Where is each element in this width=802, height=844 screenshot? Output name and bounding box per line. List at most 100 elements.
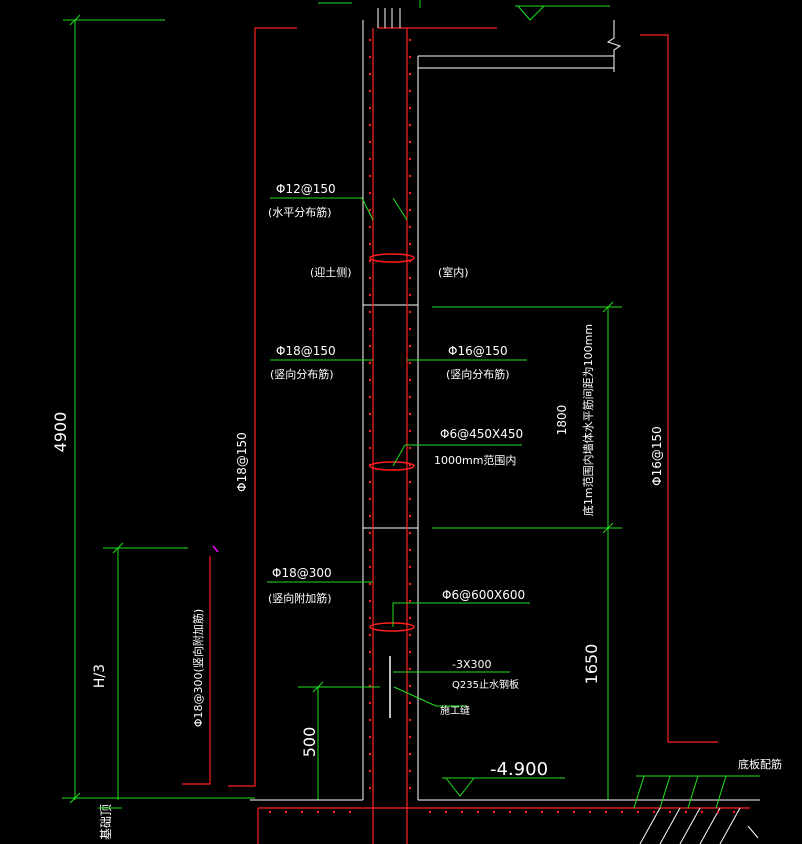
rebar-dot <box>368 242 372 246</box>
rebar-dot <box>368 89 372 93</box>
rebar-dot <box>408 735 412 739</box>
slab-rebar-dot <box>428 810 432 814</box>
rebar-dot <box>408 106 412 110</box>
rebar-dot <box>408 395 412 399</box>
rebar-dot <box>368 293 372 297</box>
vert-add-label: Φ18@300 <box>272 566 332 580</box>
rebar-dot <box>408 242 412 246</box>
rebar-dot <box>368 786 372 790</box>
rebar-dot <box>368 701 372 705</box>
dim-4900: 4900 <box>51 412 70 453</box>
rebar-dot <box>368 327 372 331</box>
slab-rebar-dot <box>684 810 688 814</box>
rebar-dot <box>408 208 412 212</box>
slab-bars-label: 底板配筋 <box>738 757 782 771</box>
slab-rebar-dot <box>588 810 592 814</box>
rebar-dot <box>368 531 372 535</box>
rebar-dot <box>368 616 372 620</box>
overall-dimension <box>62 14 255 804</box>
rebar-dot <box>408 548 412 552</box>
rebar-dot <box>368 378 372 382</box>
soil-side-label: (迎土侧) <box>310 266 352 279</box>
rebar-dot <box>408 174 412 178</box>
rebar-dot <box>368 208 372 212</box>
slab-hatch <box>639 807 759 844</box>
slab-rebar-dot <box>268 810 272 814</box>
slab-rebar-dot <box>300 810 304 814</box>
rebar-dot <box>368 633 372 637</box>
rebar-dot <box>408 667 412 671</box>
slab-rebar <box>257 807 750 844</box>
rebar-dot <box>408 701 412 705</box>
rebar-dot <box>368 140 372 144</box>
rebar-dot <box>368 582 372 586</box>
left-vertical-bar-label: Φ18@150 <box>235 432 249 492</box>
construction-joint-label: 施工缝 <box>440 704 470 717</box>
rebar-dot <box>368 565 372 569</box>
rebar-dot <box>408 633 412 637</box>
rebar-dot <box>408 514 412 518</box>
rebar-dot <box>408 123 412 127</box>
rebar-dot <box>368 276 372 280</box>
elevation-label: -4.900 <box>490 759 548 780</box>
slab-rebar-dot <box>620 810 624 814</box>
elevation-marker <box>442 777 565 797</box>
rebar-dot <box>408 72 412 76</box>
slab-dots <box>268 810 736 814</box>
tie-upper-range: 1000mm范围内 <box>434 453 516 467</box>
rebar-dot <box>408 140 412 144</box>
rebar-dot <box>408 650 412 654</box>
rebar-dot <box>408 480 412 484</box>
slab-rebar-dot <box>284 810 288 814</box>
rebar-dot <box>408 684 412 688</box>
rebar-dot <box>408 38 412 42</box>
rebar-dot <box>408 599 412 603</box>
rebar-dot <box>408 225 412 229</box>
rebar-dot <box>368 174 372 178</box>
rebar-dot <box>408 157 412 161</box>
left-vertical-bar-line <box>228 27 297 787</box>
range-note: 底1m范围内墙体水平筋间距为100mm <box>581 324 595 516</box>
slab-rebar-dot <box>652 810 656 814</box>
rebar-dot <box>368 157 372 161</box>
rebar-dot <box>408 191 412 195</box>
add-bar-side-line <box>182 556 211 785</box>
rebar-dot <box>368 667 372 671</box>
slab-rebar-dot <box>700 810 704 814</box>
rebar-dot <box>408 293 412 297</box>
slab-rebar-dot <box>668 810 672 814</box>
slab-rebar-dot <box>572 810 576 814</box>
tie-bars <box>369 253 415 632</box>
rebar-dot <box>368 55 372 59</box>
rebar-dot <box>368 429 372 433</box>
dim-h3: H/3 <box>92 664 108 688</box>
slab-rebar-dot <box>476 810 480 814</box>
tie-lower-label: Φ6@600X600 <box>442 588 525 602</box>
foundation-top-label: 基础顶 <box>99 804 113 840</box>
right-vertical-bar-label: Φ16@150 <box>650 426 664 486</box>
rebar-dot <box>408 361 412 365</box>
rebar-dot <box>368 769 372 773</box>
rebar-dot <box>408 718 412 722</box>
slab-rebar-dot <box>636 810 640 814</box>
rebar-dot <box>368 225 372 229</box>
rebar-dot <box>408 344 412 348</box>
rebar-dot <box>368 718 372 722</box>
vert-inner-label: Φ16@150 <box>448 344 508 358</box>
rebar-dot <box>408 752 412 756</box>
slab-rebar-dot <box>508 810 512 814</box>
rebar-dot <box>408 276 412 280</box>
slab-rebar-dot <box>332 810 336 814</box>
rebar-dot <box>368 361 372 365</box>
horiz-bar-note: (水平分布筋) <box>268 205 332 219</box>
slab-rebar-dot <box>348 810 352 814</box>
rebar-lines <box>372 27 497 844</box>
rebar-dot <box>368 446 372 450</box>
rebar-dot <box>368 650 372 654</box>
slab-rebar-dot <box>460 810 464 814</box>
rebar-dots <box>368 38 412 790</box>
leader-lines <box>267 197 530 707</box>
slab-rebar-dot <box>316 810 320 814</box>
wall-outline <box>362 20 614 800</box>
horiz-bar-label: Φ12@150 <box>276 182 336 196</box>
